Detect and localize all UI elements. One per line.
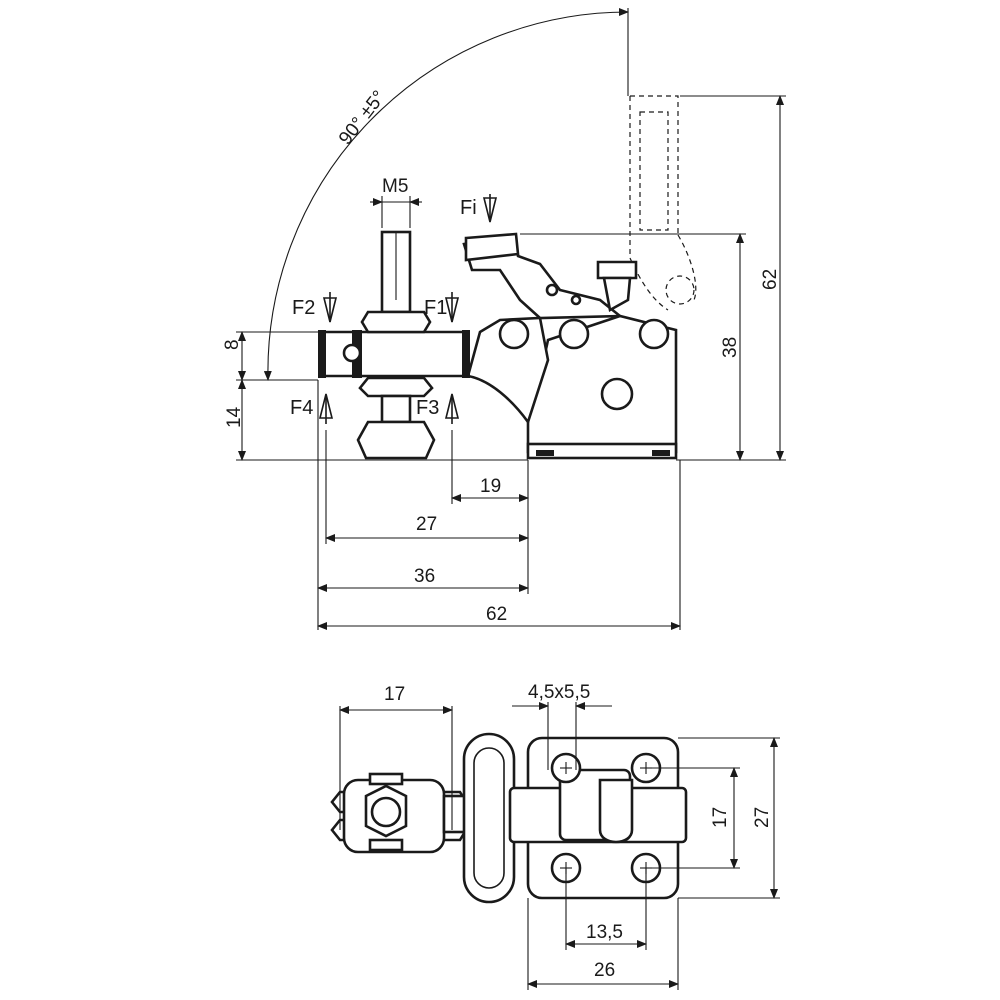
force-f1-arrow-icon: F1 xyxy=(424,292,460,323)
force-fi-label: Fi xyxy=(460,197,477,219)
top-dim-17-horizontal: 17 xyxy=(339,684,453,830)
force-fi-arrow-icon: Fi xyxy=(460,194,498,223)
handle xyxy=(462,232,638,320)
pivot-pins xyxy=(498,318,670,350)
left-height-dimensions: 8 14 xyxy=(222,331,528,461)
top-dim-right: 17 27 xyxy=(646,737,780,899)
force-indicators: Fi F2 F1 F4 F3 xyxy=(290,194,498,424)
dim-38: 38 xyxy=(720,337,741,358)
dim-36: 36 xyxy=(414,566,435,587)
dim-19: 19 xyxy=(480,476,501,497)
top-dim-bottom: 13,5 26 xyxy=(527,868,679,990)
force-f3-arrow-icon: F3 xyxy=(416,393,460,424)
dim-14: 14 xyxy=(224,406,245,428)
top-view: 17 4,5x5,5 17 27 13,5 xyxy=(330,682,780,990)
clamp-arm xyxy=(318,316,550,425)
base-plate xyxy=(508,736,688,900)
dim-26: 26 xyxy=(594,960,615,981)
dim-62-horizontal: 62 xyxy=(486,604,507,625)
dim-62-vertical: 62 xyxy=(760,269,781,290)
right-height-dimensions: 38 62 xyxy=(520,95,786,461)
force-f2-arrow-icon: F2 xyxy=(292,292,338,323)
force-f1-label: F1 xyxy=(424,297,447,319)
thread-dimension: M5 xyxy=(370,176,422,228)
spindle-assembly xyxy=(356,230,436,460)
dim-17-horizontal: 17 xyxy=(384,684,405,705)
force-f4-arrow-icon: F4 xyxy=(290,393,334,424)
dim-8: 8 xyxy=(222,339,243,350)
top-dim-slot: 4,5x5,5 xyxy=(512,682,612,770)
dim-13-5: 13,5 xyxy=(586,922,623,943)
width-dimensions: 19 27 36 62 xyxy=(317,380,681,630)
mounting-hole-icon xyxy=(600,377,634,411)
clamp-body xyxy=(526,314,678,460)
thread-label: M5 xyxy=(382,176,408,197)
handle-grip xyxy=(462,732,516,904)
angle-label: 90° ±5° xyxy=(335,87,390,149)
force-f4-label: F4 xyxy=(290,397,313,419)
dim-27-vertical: 27 xyxy=(752,807,773,828)
open-handle-phantom xyxy=(629,95,697,311)
dim-slot: 4,5x5,5 xyxy=(528,682,590,703)
dim-27: 27 xyxy=(416,514,437,535)
side-view: 90° ±5° xyxy=(222,8,786,630)
dim-17-vertical: 17 xyxy=(710,807,731,828)
force-f2-label: F2 xyxy=(292,297,315,319)
force-f3-label: F3 xyxy=(416,397,439,419)
